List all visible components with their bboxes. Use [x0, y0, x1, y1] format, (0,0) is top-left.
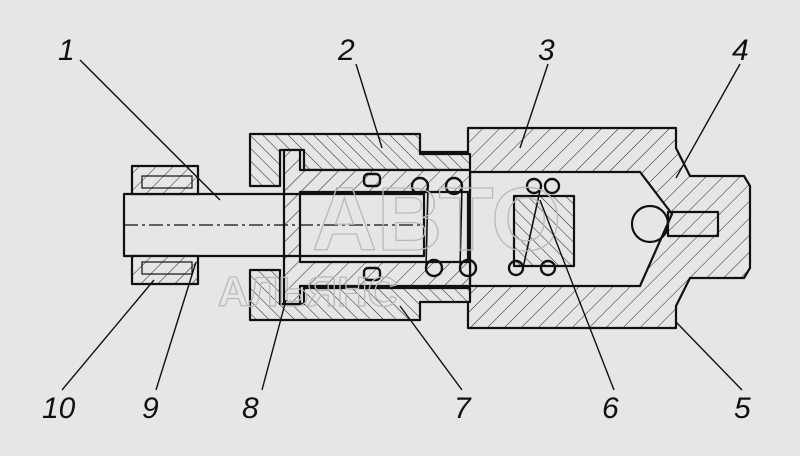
- callout-3: 3: [538, 34, 555, 67]
- callout-6: 6: [602, 392, 619, 425]
- main-spring: [410, 176, 478, 278]
- nut-thread-bottom: [141, 261, 193, 275]
- callout-2: 2: [337, 34, 355, 67]
- o-ring-top: [362, 172, 382, 188]
- callout-10: 10: [42, 392, 76, 425]
- o-ring-bottom: [362, 266, 382, 282]
- callout-8: 8: [242, 392, 259, 425]
- left-nut: [130, 164, 200, 196]
- inner-piston: [512, 194, 576, 268]
- callout-7: 7: [454, 392, 472, 425]
- left-nut-lower: [130, 254, 200, 286]
- callout-9: 9: [142, 392, 159, 425]
- watermark-line2: АЛЬЯНС: [218, 268, 398, 315]
- plunger: [282, 148, 472, 306]
- nut-thread-top: [141, 175, 193, 189]
- watermark-line1: АВТО: [312, 170, 561, 270]
- lower-sleeve: [248, 268, 472, 322]
- callout-4: 4: [732, 34, 749, 67]
- callout-1: 1: [58, 34, 75, 67]
- outlet-bore: [666, 210, 720, 238]
- callout-5: 5: [734, 392, 751, 425]
- inner-spring: [507, 177, 561, 277]
- leader-lines: [61, 59, 743, 391]
